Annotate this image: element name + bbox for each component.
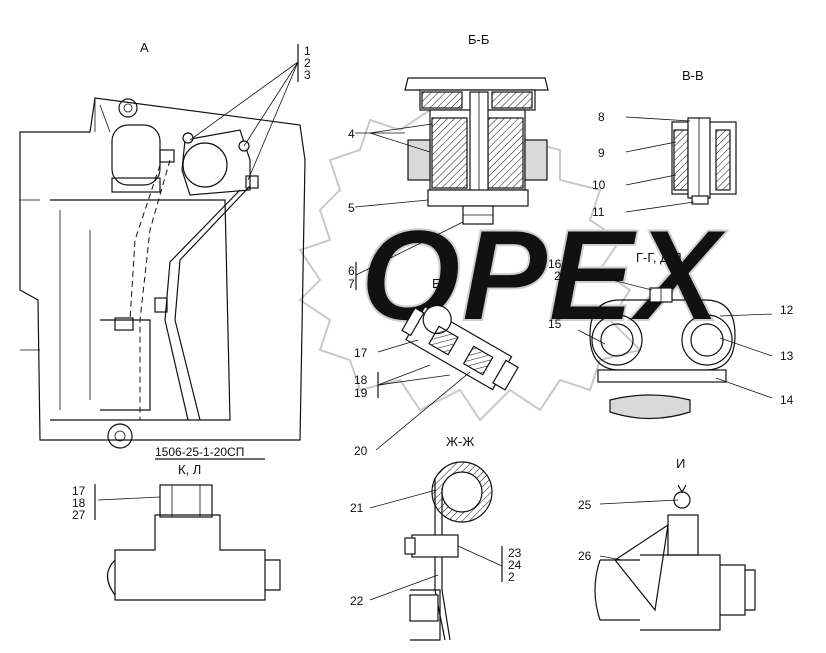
section-label-zhzh: Ж-Ж: [446, 434, 474, 449]
callout-19: 19: [354, 386, 368, 400]
callout-23: 23: [508, 546, 522, 560]
callout-18: 18: [354, 373, 368, 387]
view-i: И 25 26: [578, 456, 756, 631]
watermark-text: OPEX: [360, 202, 729, 348]
callout-12: 12: [780, 303, 794, 317]
section-label-kl: К, Л: [178, 462, 201, 477]
section-label-bb: Б-Б: [468, 32, 489, 47]
callout-21: 21: [350, 501, 364, 515]
callout-17: 17: [354, 346, 368, 360]
callout-20: 20: [354, 444, 368, 458]
callout-27-kl: 27: [72, 508, 86, 522]
callout-22: 22: [350, 594, 364, 608]
callout-2-gg: 2: [554, 269, 561, 283]
callout-4: 4: [348, 127, 355, 141]
watermark: OPEX: [298, 108, 730, 422]
callout-8: 8: [598, 110, 605, 124]
callout-17-kl: 17: [72, 484, 86, 498]
drawing-ref: 1506-25-1-20СП К, Л: [155, 445, 265, 477]
section-label-ee: Е-Е: [432, 276, 454, 291]
section-label-gg-dd: Г-Г, Д-Д: [636, 250, 682, 265]
callout-24: 24: [508, 558, 522, 572]
callout-18-kl: 18: [72, 496, 86, 510]
view-bb: Б-Б 4 5 6 7: [348, 32, 549, 291]
callout-14: 14: [780, 393, 794, 407]
view-a: А 1 2 3: [19, 40, 311, 449]
view-kl: 17 18 27: [72, 484, 281, 601]
section-label-i: И: [676, 456, 685, 471]
callout-11: 11: [592, 205, 605, 219]
section-label-vv: В-В: [682, 68, 704, 83]
callout-7: 7: [348, 277, 355, 291]
callout-15: 15: [548, 317, 562, 331]
callout-9: 9: [598, 146, 605, 160]
drawing-number: 1506-25-1-20СП: [155, 445, 244, 459]
callout-16: 16: [548, 257, 562, 271]
section-label-a: А: [140, 40, 149, 55]
callout-10: 10: [592, 178, 606, 192]
view-vv: В-В 8 9 10 11: [592, 68, 737, 219]
view-gg-dd: Г-Г, Д-Д 16 2 15 12 13 14: [548, 250, 794, 420]
callout-25: 25: [578, 498, 592, 512]
callout-13: 13: [780, 349, 794, 363]
callout-3: 3: [304, 68, 311, 82]
view-ee: Е-Е 17 18 19 20: [354, 276, 519, 458]
callout-26: 26: [578, 549, 592, 563]
callout-5: 5: [348, 201, 355, 215]
callout-6: 6: [348, 264, 355, 278]
callout-2: 2: [304, 56, 311, 70]
callout-2-zh: 2: [508, 570, 515, 584]
view-zhzh: Ж-Ж 21 22 23 24 2: [350, 434, 522, 641]
callout-1: 1: [304, 44, 311, 58]
